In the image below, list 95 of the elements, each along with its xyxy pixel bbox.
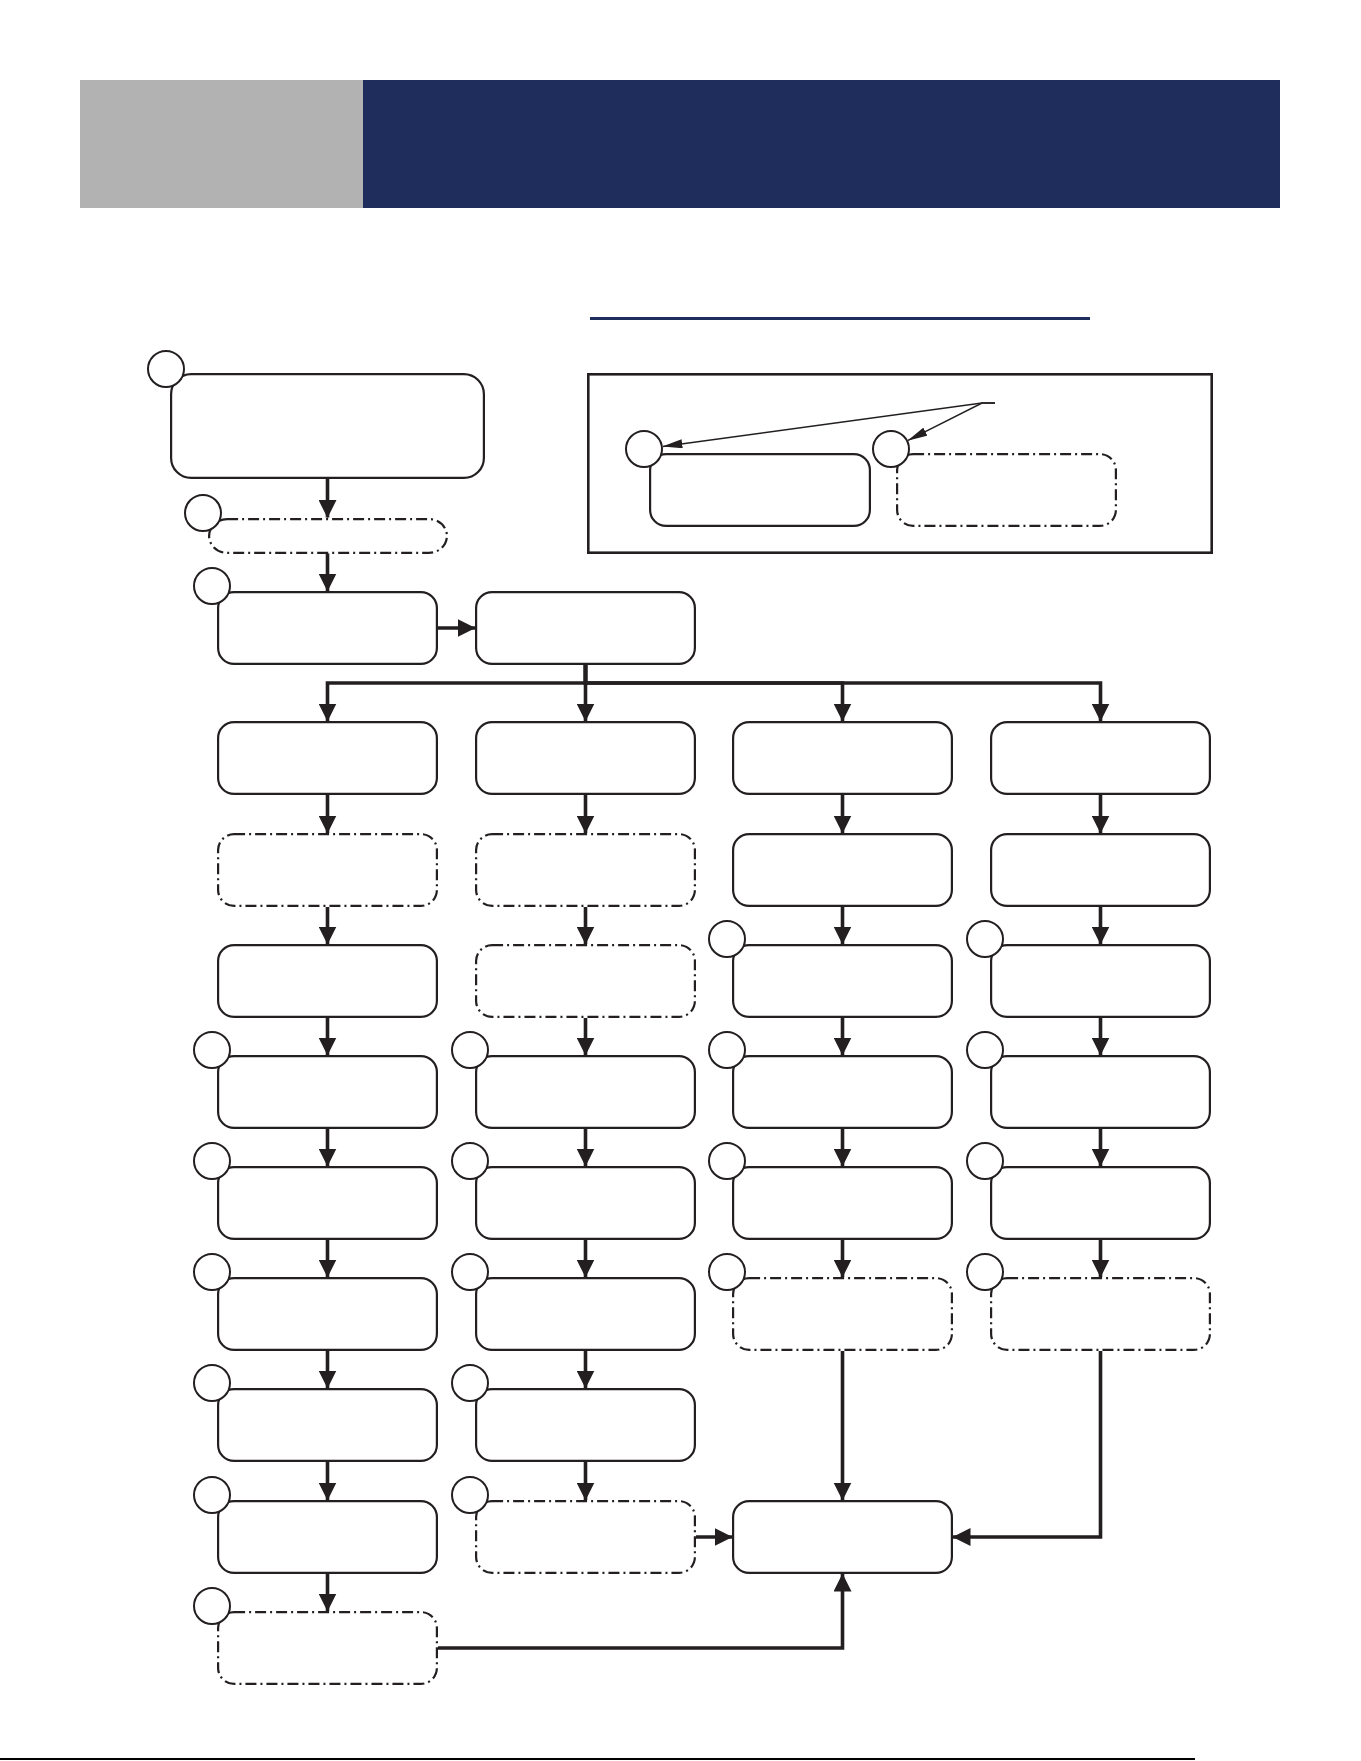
process-box	[217, 1500, 438, 1574]
arrow	[576, 907, 595, 945]
dashed-process-box	[475, 944, 696, 1018]
dashed-process-box	[990, 1277, 1211, 1351]
step-circle	[193, 1031, 231, 1069]
arrow	[576, 1240, 595, 1278]
dashed-process-box	[475, 833, 696, 907]
process-box	[990, 1055, 1211, 1129]
step-circle	[451, 1031, 489, 1069]
process-box	[217, 721, 438, 795]
step-circle	[708, 1031, 746, 1069]
process-box	[217, 1166, 438, 1240]
step-circle	[966, 1031, 1004, 1069]
step-circle	[193, 1142, 231, 1180]
arrow	[318, 907, 337, 945]
step-circle	[872, 430, 910, 468]
arrow	[576, 1018, 595, 1056]
dashed-process-box	[217, 833, 438, 907]
process-box	[475, 721, 696, 795]
process-box	[475, 591, 696, 665]
step-circle	[451, 1476, 489, 1514]
arrow	[576, 795, 595, 834]
arrow	[576, 1462, 595, 1501]
dashed-process-box	[207, 517, 448, 554]
step-circle	[193, 1476, 231, 1514]
arrow	[318, 1018, 337, 1056]
arrow	[583, 665, 1110, 722]
process-box	[990, 1166, 1211, 1240]
arrow	[318, 553, 337, 592]
arrow	[952, 1351, 1103, 1546]
process-box	[732, 1055, 953, 1129]
step-circle	[193, 1364, 231, 1402]
process-box	[217, 944, 438, 1018]
process-box	[732, 1500, 953, 1574]
step-circle	[966, 920, 1004, 958]
process-box	[649, 453, 871, 527]
arrow	[318, 1574, 337, 1612]
process-box	[732, 944, 953, 1018]
process-box	[475, 1166, 696, 1240]
process-box	[732, 1166, 953, 1240]
process-box	[475, 1388, 696, 1462]
step-circle	[451, 1142, 489, 1180]
process-box	[732, 833, 953, 907]
step-circle	[708, 1253, 746, 1291]
process-box	[217, 1055, 438, 1129]
process-box	[217, 1388, 438, 1462]
step-circle	[966, 1253, 1004, 1291]
dashed-process-box	[896, 453, 1117, 527]
step-circle	[451, 1253, 489, 1291]
step-circle	[193, 1587, 231, 1625]
arrow	[833, 795, 852, 834]
arrow	[1091, 795, 1110, 834]
dashed-process-box	[217, 1611, 438, 1685]
arrow	[318, 1351, 337, 1389]
dashed-process-box	[732, 1277, 953, 1351]
arrow	[438, 619, 476, 637]
step-circle	[625, 430, 663, 468]
step-circle	[183, 494, 222, 532]
process-box	[732, 721, 953, 795]
arrow	[318, 795, 337, 834]
step-circle	[708, 1142, 746, 1180]
arrow	[696, 1528, 733, 1546]
dashed-process-box	[475, 1500, 696, 1574]
step-circle	[193, 567, 231, 605]
step-circle	[193, 1253, 231, 1291]
arrow	[1091, 907, 1110, 945]
leader-arrow	[907, 402, 996, 442]
arrow	[576, 1351, 595, 1389]
step-circle	[451, 1364, 489, 1402]
step-circle	[147, 350, 185, 388]
arrow	[833, 1018, 852, 1056]
arrow	[1091, 1240, 1110, 1278]
process-box	[475, 1055, 696, 1129]
process-box	[170, 373, 485, 479]
process-box	[990, 721, 1211, 795]
arrow	[833, 1240, 852, 1278]
arrow	[1091, 1018, 1110, 1056]
arrow	[318, 1129, 337, 1167]
arrow	[833, 1351, 852, 1501]
process-box	[217, 1277, 438, 1351]
arrow	[318, 1240, 337, 1278]
process-box	[990, 833, 1211, 907]
arrow	[576, 1129, 595, 1167]
arrow	[438, 1573, 852, 1650]
arrow	[318, 1462, 337, 1501]
arrow	[833, 907, 852, 945]
legend-frame	[587, 373, 1213, 554]
step-circle	[708, 920, 746, 958]
process-box	[217, 591, 438, 665]
arrow	[318, 479, 337, 518]
arrow	[833, 1129, 852, 1167]
process-box	[990, 944, 1211, 1018]
step-circle	[966, 1142, 1004, 1180]
arrow	[1091, 1129, 1110, 1167]
process-box	[475, 1277, 696, 1351]
